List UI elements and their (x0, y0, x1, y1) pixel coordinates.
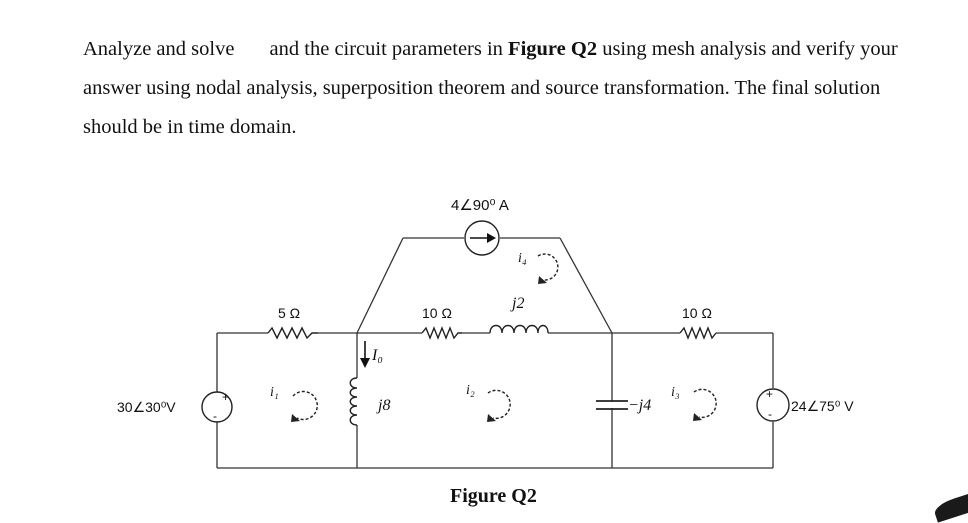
mesh-i2: i₂ (466, 383, 511, 422)
right-source-plus: + (766, 387, 773, 401)
resistor-10-mid-label: 10 Ω (422, 305, 452, 321)
question-text: Analyze and solve and the circuit parame… (83, 30, 913, 147)
mesh-i1-label: i₁ (270, 385, 279, 400)
wire-trap-left (356, 237, 404, 334)
right-source-label: 24∠75⁰ V (791, 398, 854, 414)
io-label: I₀ (371, 347, 383, 364)
inductor-j2-label: j2 (510, 295, 524, 312)
mesh-i2-arc (487, 389, 511, 420)
mesh-i3: i₃ (671, 385, 717, 421)
capacitor-minus-j4: −j4 (596, 397, 651, 414)
mesh-i3-arc (693, 388, 717, 419)
mesh-i4-arrowhead (538, 276, 547, 284)
current-io-indicator: I₀ (360, 341, 383, 368)
wire-trap-right (559, 237, 613, 334)
mesh-i1-arc (292, 390, 318, 421)
left-source-minus: - (213, 409, 217, 423)
current-source-label: 4∠90⁰ A (451, 197, 509, 214)
left-voltage-source: + - 30∠30⁰V (117, 390, 233, 423)
circuit-diagram: + - 30∠30⁰V 5 Ω I₀ j8 i₁ 10 Ω j2 4∠90⁰ (117, 197, 854, 507)
capacitor-label: −j4 (628, 397, 651, 414)
mesh-i4: i₄ (518, 251, 559, 284)
resistor-10-right-zigzag (679, 326, 717, 340)
inductor-j8-coils (349, 377, 358, 426)
mesh-i4-label: i₄ (518, 251, 527, 266)
figure-reference: Figure Q2 (508, 38, 598, 60)
io-arrow-head (360, 358, 370, 368)
left-source-circle (201, 391, 233, 423)
resistor-5-label: 5 Ω (278, 305, 300, 321)
right-voltage-source: + - 24∠75⁰ V (756, 387, 854, 422)
question-part-1: Analyze and solve (83, 38, 235, 60)
inductor-j2: j2 (489, 295, 549, 334)
mesh-i2-label: i₂ (466, 383, 475, 398)
current-source-arrow-head (487, 233, 496, 243)
mesh-i2-arrowhead (487, 414, 496, 422)
mesh-i1-arrowhead (291, 414, 300, 422)
right-source-minus: - (768, 407, 772, 421)
current-source-circle (464, 220, 500, 256)
resistor-10-mid-zigzag (421, 326, 462, 340)
resistor-5-zigzag (267, 326, 318, 340)
question-part-2: and the circuit parameters in (264, 38, 509, 60)
capacitor-gap (609, 402, 615, 408)
resistor-5-ohm: 5 Ω (267, 305, 318, 340)
inductor-j2-coils (489, 324, 549, 334)
resistor-10-ohm-right: 10 Ω (679, 305, 717, 340)
right-source-circle (756, 388, 790, 422)
inductor-j8-label: j8 (376, 397, 390, 414)
question-part-3: using mesh analysis and verify your answ… (83, 38, 898, 138)
mesh-i3-arrowhead (693, 413, 702, 421)
mesh-i1: i₁ (270, 385, 318, 422)
resistor-10-ohm-mid: 10 Ω (421, 305, 462, 340)
resistor-10-right-label: 10 Ω (682, 305, 712, 321)
mesh-i3-label: i₃ (671, 385, 680, 400)
figure-caption: Figure Q2 (450, 485, 537, 507)
circuit-wires (216, 237, 774, 469)
left-source-plus: + (222, 390, 229, 404)
left-source-label: 30∠30⁰V (117, 399, 176, 415)
inductor-j8: j8 (349, 377, 390, 426)
mesh-i4-arc (537, 253, 559, 281)
current-source: 4∠90⁰ A (451, 197, 509, 256)
